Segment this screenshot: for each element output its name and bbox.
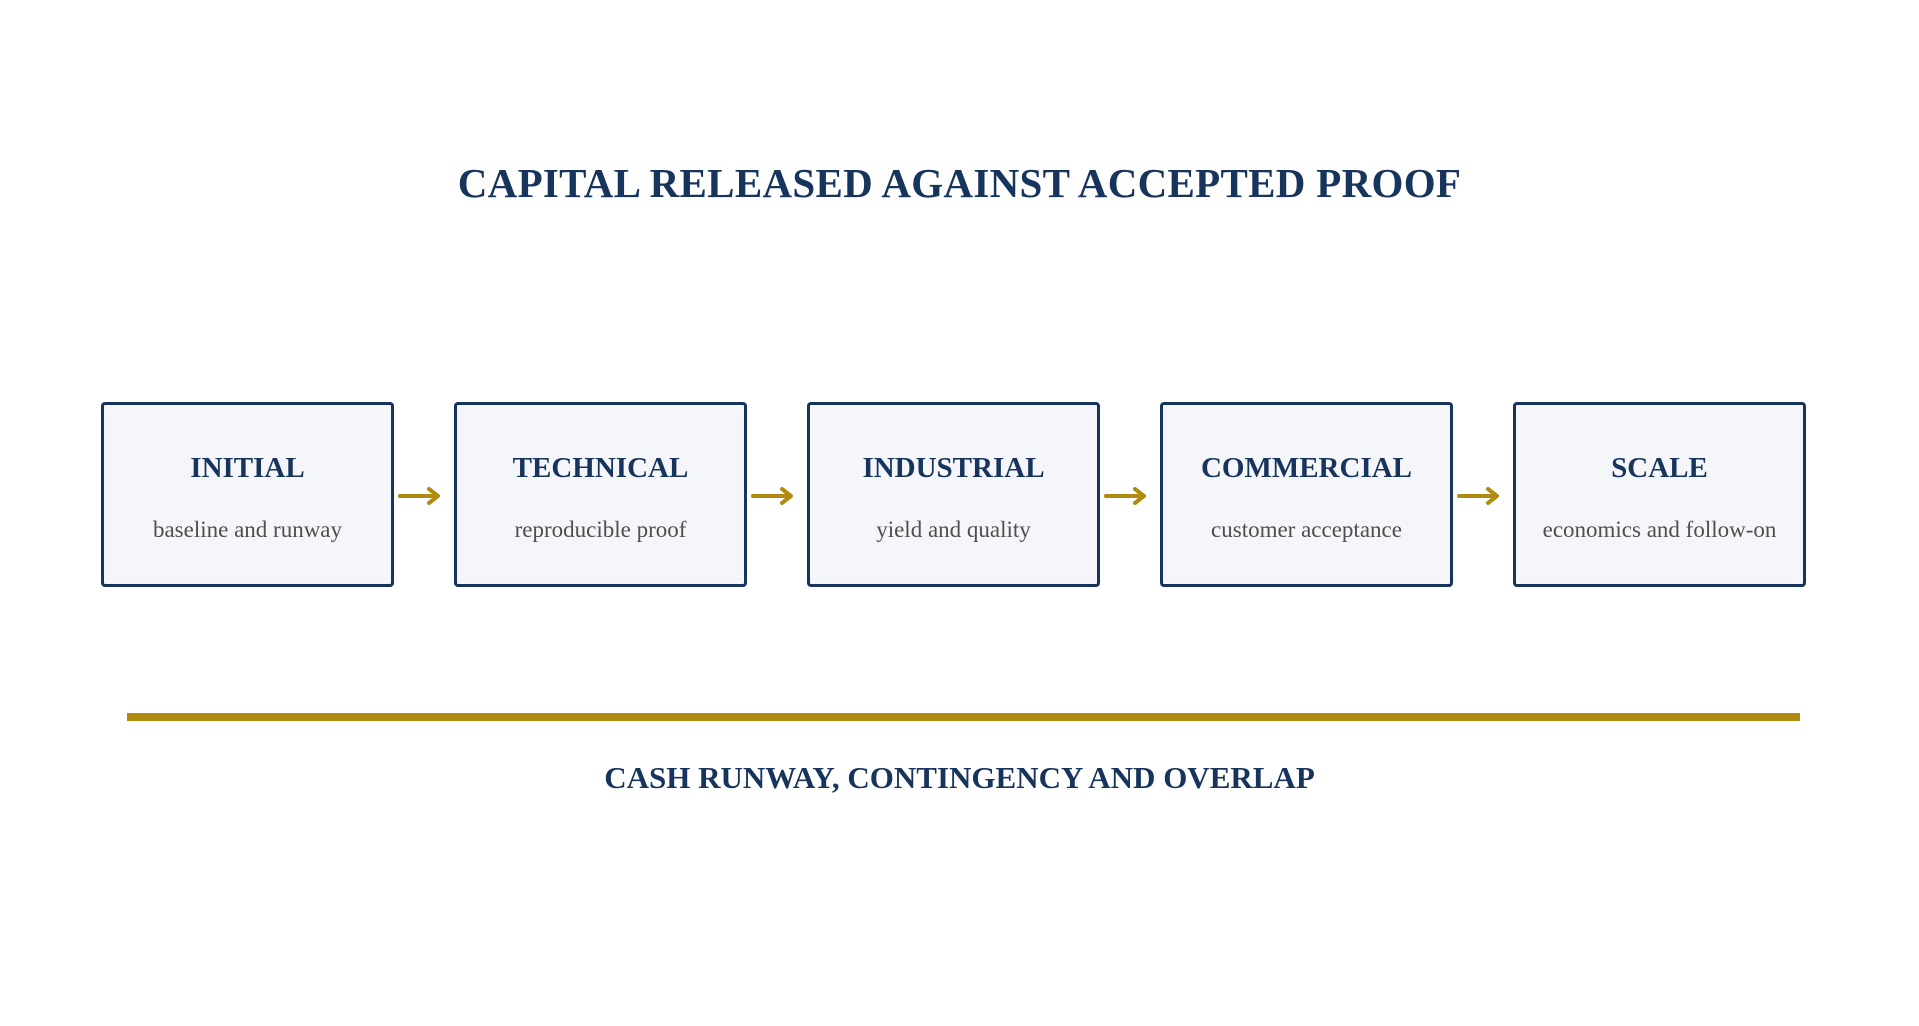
- diagram-title: CAPITAL RELEASED AGAINST ACCEPTED PROOF: [457, 160, 1462, 206]
- stage-box-initial: INITIAL baseline and runway: [101, 402, 394, 587]
- stage-box-industrial: INDUSTRIAL yield and quality: [807, 402, 1100, 587]
- stage-name: TECHNICAL: [512, 452, 689, 484]
- stage-name: INDUSTRIAL: [862, 452, 1045, 484]
- footer-label: CASH RUNWAY, CONTINGENCY AND OVERLAP: [604, 760, 1315, 795]
- stage-description: yield and quality: [876, 517, 1031, 542]
- gold-divider-bar: [127, 713, 1800, 721]
- stage-description: baseline and runway: [152, 517, 343, 542]
- arrow-right-icon: [751, 487, 793, 505]
- stage-description: reproducible proof: [514, 517, 687, 542]
- arrow-right-icon: [1457, 487, 1499, 505]
- stage-name: INITIAL: [190, 452, 305, 484]
- stage-box-commercial: COMMERCIAL customer acceptance: [1160, 402, 1453, 587]
- stage-description: economics and follow-on: [1542, 517, 1777, 542]
- arrow-right-icon: [398, 487, 440, 505]
- stage-box-technical: TECHNICAL reproducible proof: [454, 402, 747, 587]
- stage-box-scale: SCALE economics and follow-on: [1513, 402, 1806, 587]
- stage-description: customer acceptance: [1211, 517, 1402, 542]
- stage-name: COMMERCIAL: [1200, 452, 1413, 484]
- stage-name: SCALE: [1611, 452, 1708, 484]
- arrow-right-icon: [1104, 487, 1146, 505]
